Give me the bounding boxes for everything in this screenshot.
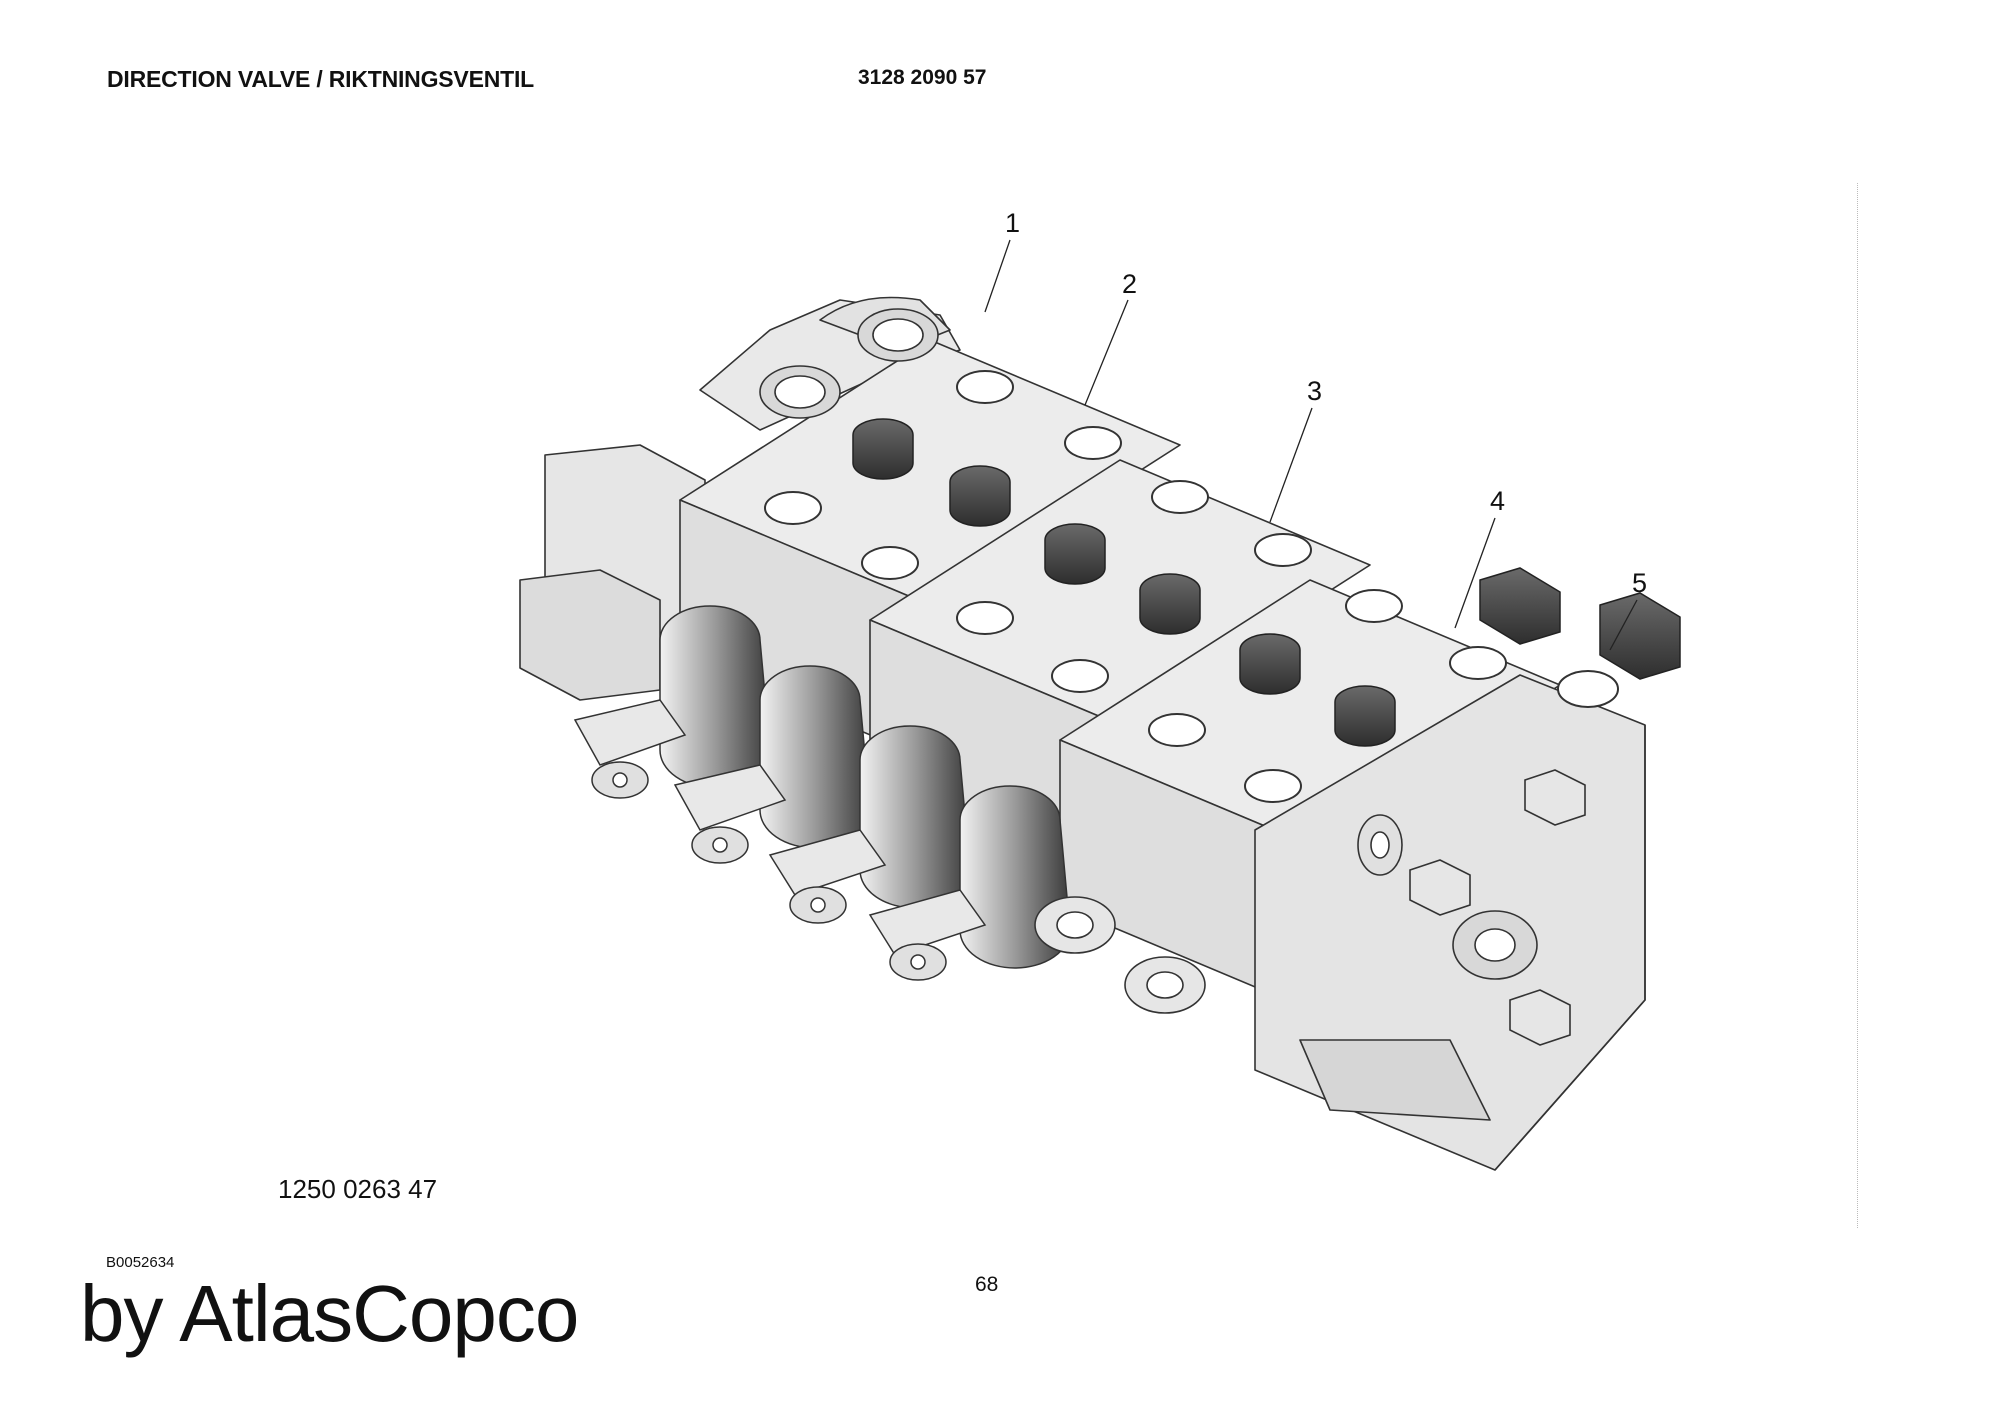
callout-5: 5 — [1632, 568, 1647, 598]
spool-boots — [573, 605, 1071, 981]
spool-1 — [573, 605, 771, 799]
part-number: 3128 2090 57 — [858, 66, 987, 89]
callout-1: 1 — [1005, 208, 1020, 238]
leader-lines — [984, 239, 1638, 651]
hex-plugs — [759, 308, 939, 419]
spool-2 — [673, 665, 871, 864]
side-fittings — [1034, 769, 1586, 1046]
callout-3: 3 — [1307, 376, 1322, 406]
drawing-number: 1250 0263 47 — [278, 1174, 438, 1204]
spool-3 — [768, 725, 971, 924]
margin-divider — [1857, 183, 1858, 1228]
document-code: B0052634 — [106, 1254, 175, 1271]
callout-4: 4 — [1490, 486, 1505, 516]
brand-footer: by AtlasCopco — [80, 1269, 579, 1358]
port-holes — [764, 370, 1619, 803]
page-number: 68 — [975, 1273, 999, 1296]
sealing-caps — [852, 418, 1681, 747]
document-title: DIRECTION VALVE / RIKTNINGSVENTIL — [107, 66, 535, 92]
callout-2: 2 — [1122, 269, 1137, 299]
